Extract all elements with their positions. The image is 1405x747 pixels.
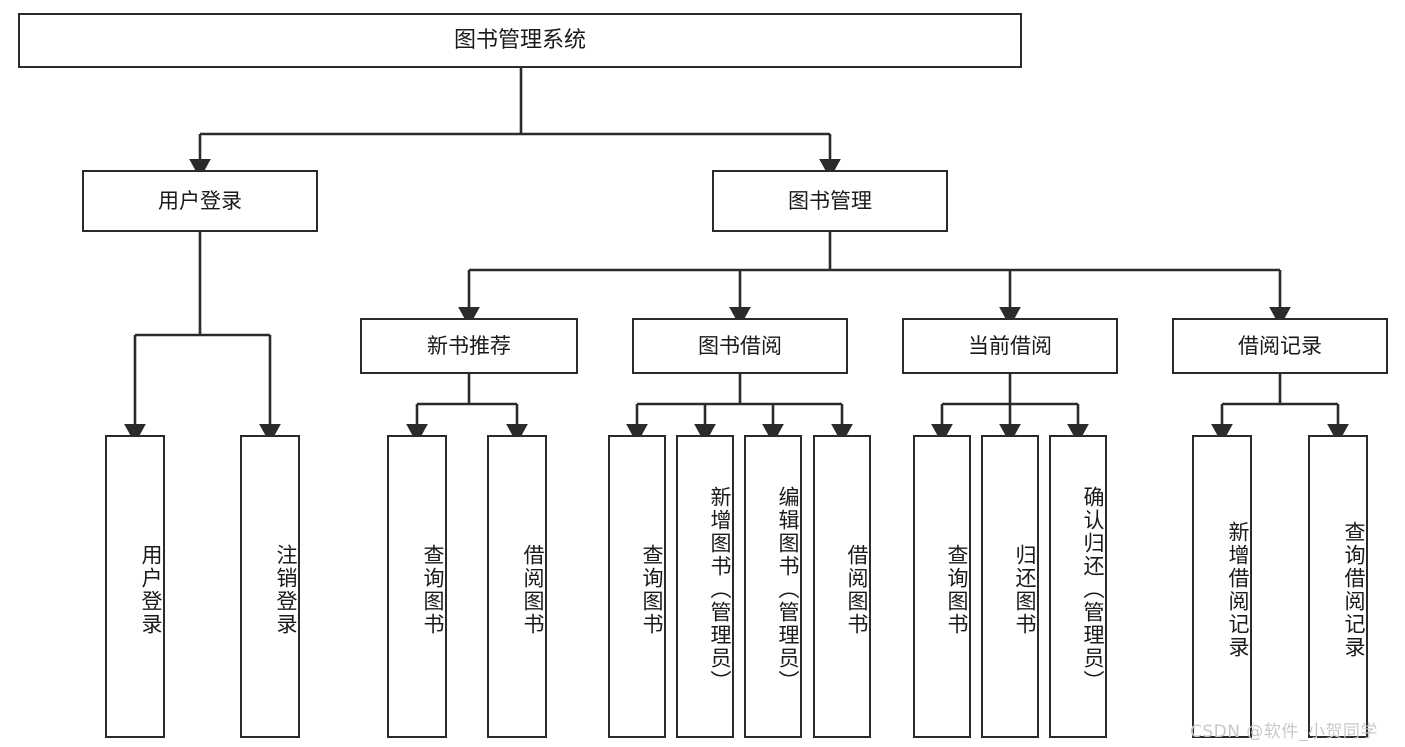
- node-label: 查询图书: [421, 543, 445, 636]
- node-label: 新增图书（管理员）: [708, 486, 732, 693]
- csdn-watermark: CSDN @软件_小贺同学: [1190, 722, 1378, 742]
- node-label: 图书管理系统: [453, 27, 586, 53]
- leaf-logout[interactable]: 注销登录: [240, 435, 300, 738]
- node-label: 借阅记录: [1238, 333, 1322, 358]
- node-label: 注销登录: [274, 543, 298, 636]
- leaf-edit-book-admin[interactable]: 编辑图书（管理员）: [744, 435, 802, 738]
- node-label: 图书借阅: [698, 333, 782, 358]
- leaf-return-books[interactable]: 归还图书: [981, 435, 1039, 738]
- leaf-add-book-admin[interactable]: 新增图书（管理员）: [676, 435, 734, 738]
- node-label: 用户登录: [158, 188, 242, 213]
- leaf-confirm-return-admin[interactable]: 确认归还（管理员）: [1049, 435, 1107, 738]
- leaf-borrow-books-recommend[interactable]: 借阅图书: [487, 435, 547, 738]
- leaf-query-books-recommend[interactable]: 查询图书: [387, 435, 447, 738]
- node-user-login[interactable]: 用户登录: [82, 170, 318, 232]
- node-label: 当前借阅: [968, 333, 1052, 358]
- node-label: 新增借阅记录: [1226, 520, 1250, 659]
- leaf-add-borrow-record[interactable]: 新增借阅记录: [1192, 435, 1252, 738]
- node-label: 确认归还（管理员）: [1081, 486, 1105, 693]
- node-label: 借阅图书: [521, 543, 545, 636]
- node-book-management[interactable]: 图书管理: [712, 170, 948, 232]
- node-root-system[interactable]: 图书管理系统: [18, 13, 1022, 68]
- node-label: 查询借阅记录: [1342, 520, 1366, 659]
- node-label: 编辑图书（管理员）: [776, 486, 800, 693]
- leaf-borrow-books[interactable]: 借阅图书: [813, 435, 871, 738]
- leaf-query-borrow-record[interactable]: 查询借阅记录: [1308, 435, 1368, 738]
- node-label: 图书管理: [788, 188, 872, 213]
- node-label: 查询图书: [945, 543, 969, 636]
- node-label: 归还图书: [1013, 543, 1037, 636]
- leaf-query-books-current[interactable]: 查询图书: [913, 435, 971, 738]
- leaf-query-books-borrow[interactable]: 查询图书: [608, 435, 666, 738]
- node-book-borrow[interactable]: 图书借阅: [632, 318, 848, 374]
- leaf-user-login[interactable]: 用户登录: [105, 435, 165, 738]
- node-borrow-records[interactable]: 借阅记录: [1172, 318, 1388, 374]
- node-label: 新书推荐: [427, 333, 511, 358]
- node-label: 用户登录: [139, 543, 163, 636]
- node-current-borrow[interactable]: 当前借阅: [902, 318, 1118, 374]
- node-new-book-recommend[interactable]: 新书推荐: [360, 318, 578, 374]
- node-label: 查询图书: [640, 543, 664, 636]
- node-label: 借阅图书: [845, 543, 869, 636]
